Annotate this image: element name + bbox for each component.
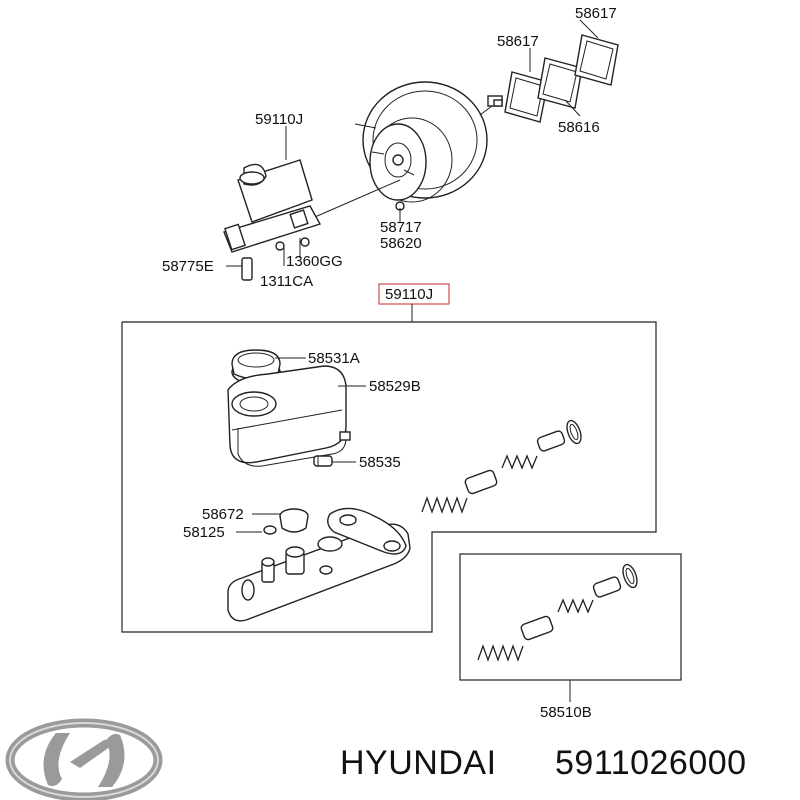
label-callout: 59110J <box>385 286 433 303</box>
brake-booster <box>354 81 503 203</box>
leader-lines <box>226 19 599 533</box>
label-cylinder-top: 59110J <box>255 111 303 128</box>
callout-highlight-box <box>378 283 450 305</box>
label-kit: 58510B <box>540 704 592 721</box>
label-nut-sub: 58620 <box>380 235 422 252</box>
label-gasket-plate: 58616 <box>558 119 600 136</box>
label-gasket-mid: 58617 <box>497 33 539 50</box>
callout-frame <box>121 283 657 633</box>
gasket-58616 <box>537 57 583 109</box>
label-bleeder: 58775E <box>162 258 214 275</box>
master-cylinder-small <box>223 159 405 281</box>
label-cap: 58531A <box>308 350 360 367</box>
brand-name: HYUNDAI <box>340 744 497 782</box>
label-grommet: 58672 <box>202 506 244 523</box>
reservoir-seal <box>313 455 333 467</box>
label-gasket-top: 58617 <box>575 5 617 22</box>
label-bolt-gg: 1360GG <box>286 253 343 270</box>
label-seal: 58535 <box>359 454 401 471</box>
master-cylinder-body <box>227 507 411 622</box>
piston-assembly <box>421 419 582 514</box>
label-reservoir: 58529B <box>369 378 421 395</box>
label-plug: 58125 <box>183 524 225 541</box>
grommet <box>279 508 309 533</box>
label-bolt-ca: 1311CA <box>260 273 313 290</box>
fluid-reservoir <box>227 365 351 467</box>
gasket-58617-front <box>504 71 549 123</box>
part-number: 5911026000 <box>555 744 747 782</box>
hyundai-logo <box>5 718 163 800</box>
plug <box>263 525 277 535</box>
repair-kit-frame <box>459 553 682 702</box>
label-nut: 58717 <box>380 219 422 236</box>
gasket-58617-rear <box>574 34 619 86</box>
